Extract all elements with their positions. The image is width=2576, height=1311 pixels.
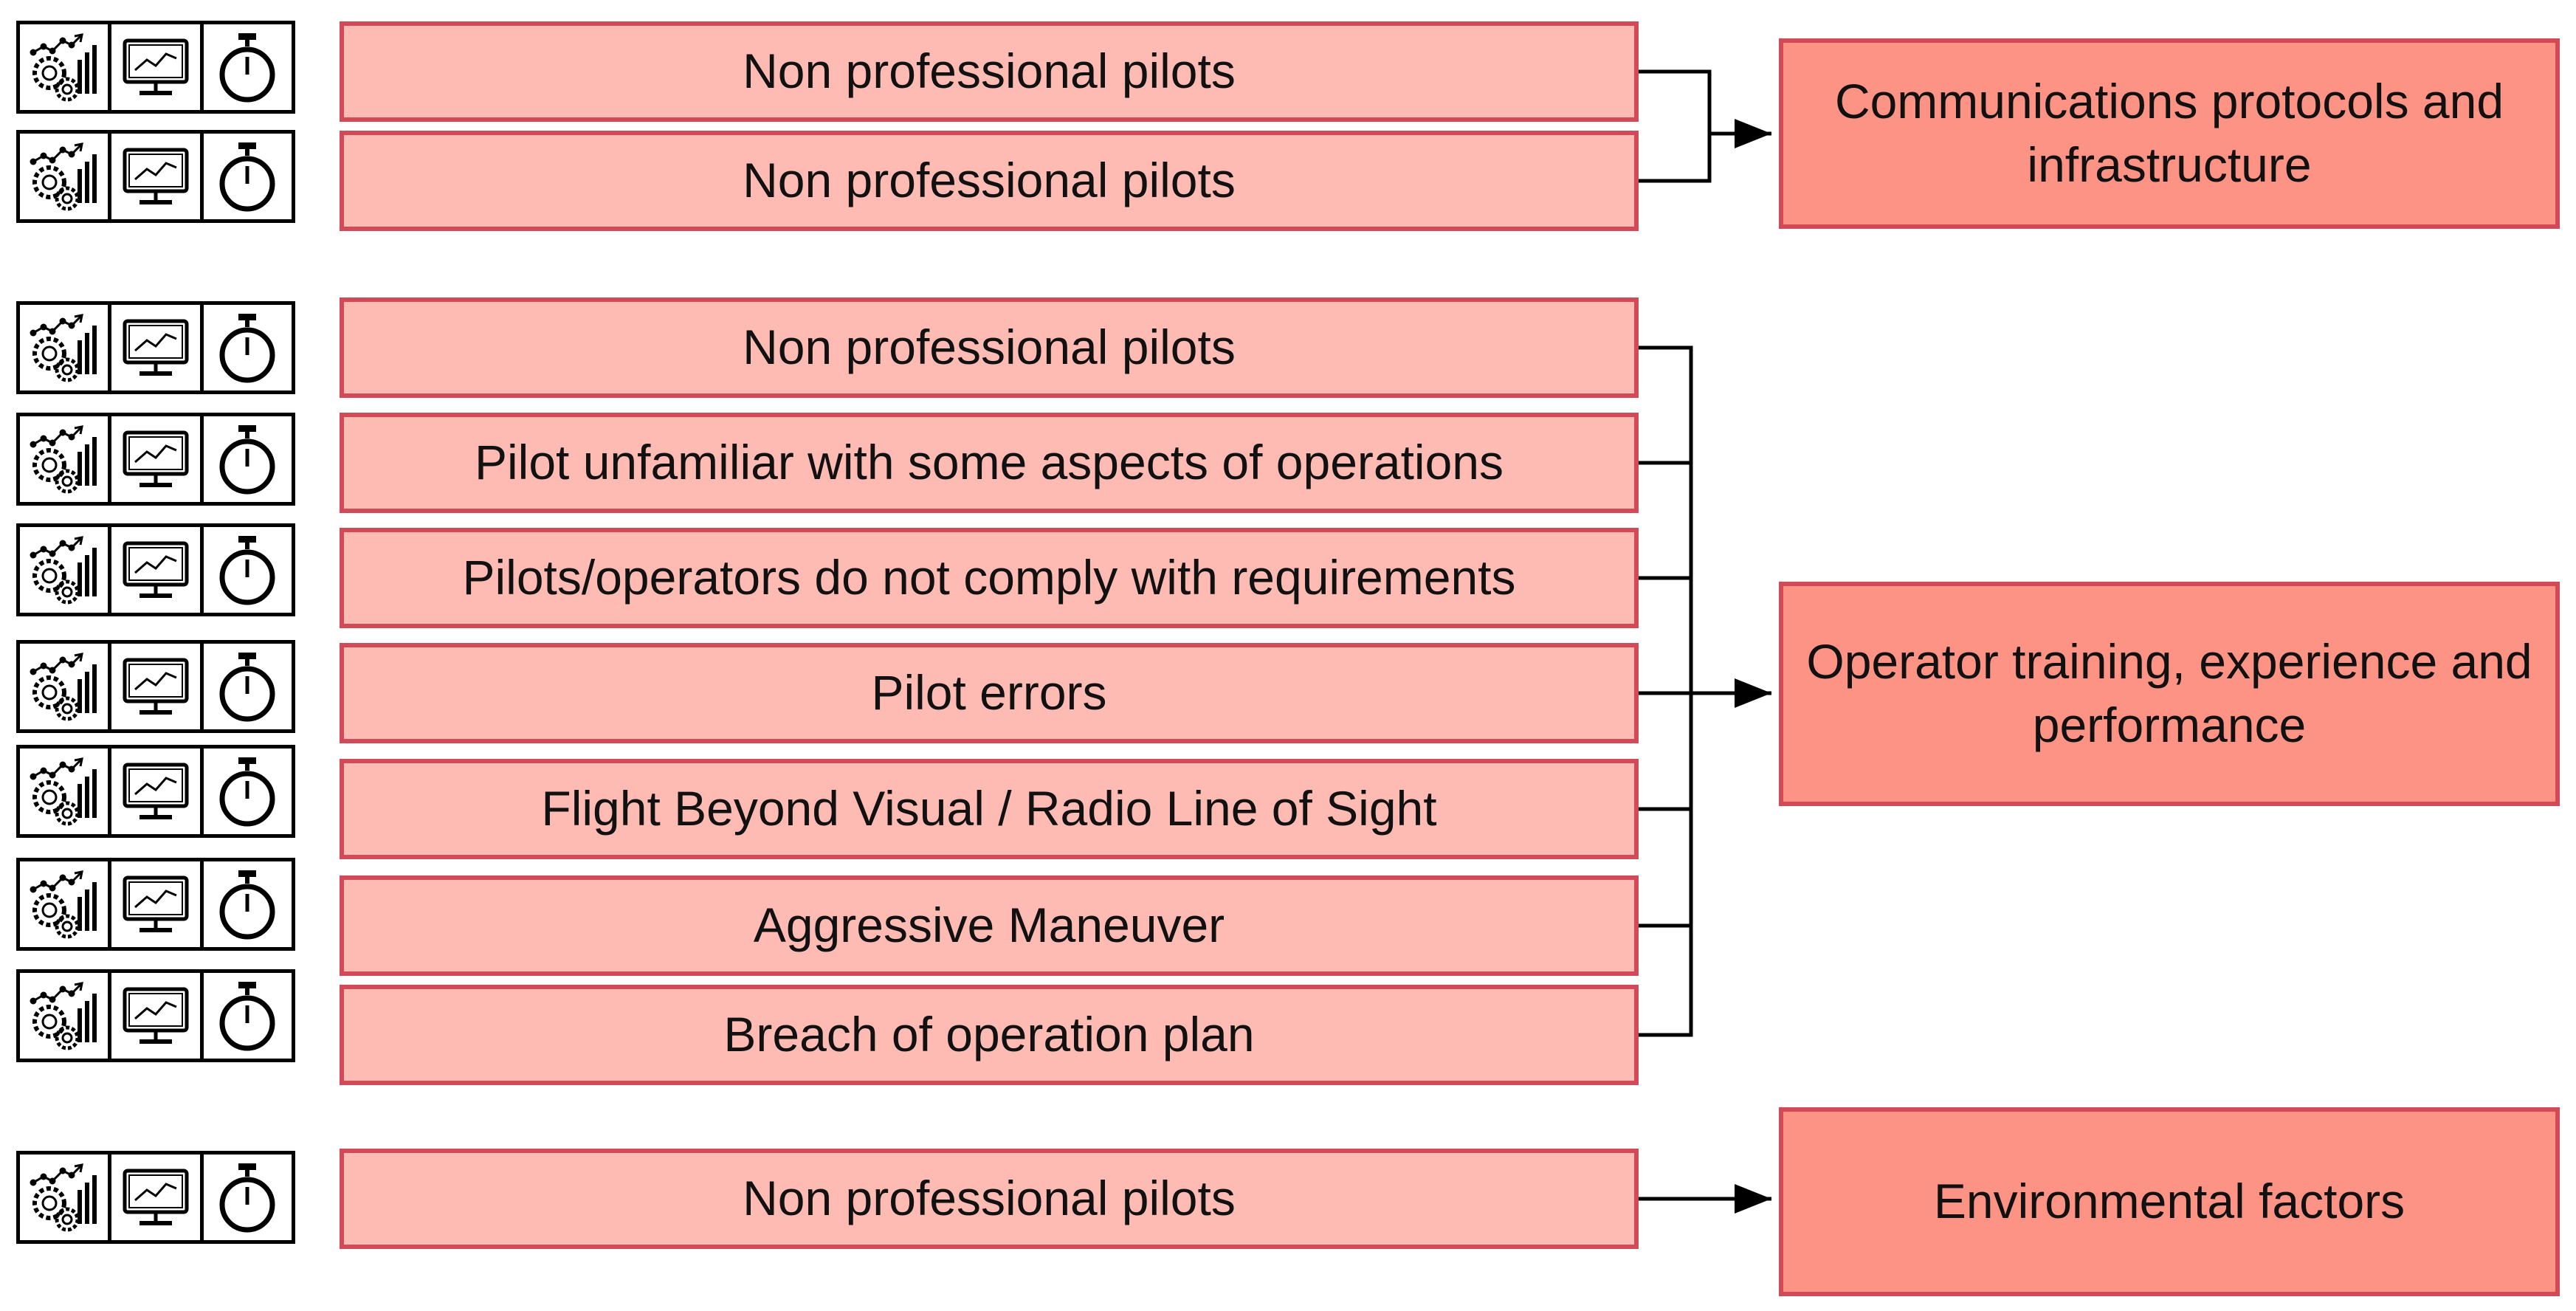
icon-strip	[16, 1151, 295, 1244]
cause-label: Non professional pilots	[743, 44, 1236, 99]
stopwatch-icon	[204, 305, 292, 390]
monitor-chart-icon	[111, 973, 204, 1059]
effect-label: Operator training, experience and perfor…	[1806, 634, 2532, 752]
icon-strip	[16, 413, 295, 506]
gears-chart-icon	[20, 416, 112, 502]
cause-label: Breach of operation plan	[723, 1007, 1255, 1062]
stopwatch-icon	[204, 973, 292, 1059]
stopwatch-icon	[204, 861, 292, 947]
icon-strip	[16, 301, 295, 394]
cause-box: Non professional pilots	[340, 1149, 1639, 1249]
cause-label: Pilot errors	[871, 665, 1107, 720]
cause-label: Aggressive Maneuver	[753, 898, 1225, 953]
icon-strip	[16, 858, 295, 951]
cause-box: Non professional pilots	[340, 131, 1639, 231]
cause-box: Pilot errors	[340, 643, 1639, 743]
stopwatch-icon	[204, 24, 292, 110]
cause-box: Flight Beyond Visual / Radio Line of Sig…	[340, 759, 1639, 859]
gears-chart-icon	[20, 861, 112, 947]
gears-chart-icon	[20, 644, 112, 729]
connector-bracket-operator-training	[1639, 345, 1693, 1037]
effect-box-environmental: Environmental factors	[1779, 1107, 2560, 1296]
monitor-chart-icon	[111, 644, 204, 729]
gears-chart-icon	[20, 305, 112, 390]
effect-label: Environmental factors	[1933, 1174, 2405, 1229]
gears-chart-icon	[20, 749, 112, 834]
stopwatch-icon	[204, 416, 292, 502]
cause-box: Pilots/operators do not comply with requ…	[340, 528, 1639, 628]
icon-strip	[16, 130, 295, 223]
stopwatch-icon	[204, 1155, 292, 1240]
cause-box: Pilot unfamiliar with some aspects of op…	[340, 413, 1639, 513]
effect-box-operator-training: Operator training, experience and perfor…	[1779, 582, 2560, 806]
gears-chart-icon	[20, 24, 112, 110]
monitor-chart-icon	[111, 527, 204, 613]
icon-strip	[16, 640, 295, 733]
icon-strip	[16, 523, 295, 616]
stopwatch-icon	[204, 749, 292, 834]
monitor-chart-icon	[111, 24, 204, 110]
cause-box: Non professional pilots	[340, 297, 1639, 398]
cause-label: Non professional pilots	[743, 1171, 1236, 1226]
monitor-chart-icon	[111, 1155, 204, 1240]
effect-box-communications: Communications protocols and infrastruct…	[1779, 38, 2560, 229]
cause-box: Aggressive Maneuver	[340, 875, 1639, 976]
connector-bracket-communications	[1639, 69, 1771, 183]
stopwatch-icon	[204, 134, 292, 219]
icon-strip	[16, 21, 295, 114]
stopwatch-icon	[204, 527, 292, 613]
monitor-chart-icon	[111, 749, 204, 834]
monitor-chart-icon	[111, 134, 204, 219]
cause-label: Non professional pilots	[743, 153, 1236, 208]
cause-box: Breach of operation plan	[340, 985, 1639, 1085]
cause-label: Flight Beyond Visual / Radio Line of Sig…	[541, 781, 1437, 836]
gears-chart-icon	[20, 134, 112, 219]
gears-chart-icon	[20, 1155, 112, 1240]
effect-label: Communications protocols and infrastruct…	[1834, 74, 2504, 192]
monitor-chart-icon	[111, 305, 204, 390]
cause-label: Non professional pilots	[743, 320, 1236, 375]
cause-label: Pilot unfamiliar with some aspects of op…	[475, 435, 1504, 490]
cause-label: Pilots/operators do not comply with requ…	[462, 550, 1516, 605]
cause-box: Non professional pilots	[340, 21, 1639, 122]
monitor-chart-icon	[111, 416, 204, 502]
icon-strip	[16, 969, 295, 1062]
icon-strip	[16, 745, 295, 838]
monitor-chart-icon	[111, 861, 204, 947]
gears-chart-icon	[20, 527, 112, 613]
stopwatch-icon	[204, 644, 292, 729]
gears-chart-icon	[20, 973, 112, 1059]
